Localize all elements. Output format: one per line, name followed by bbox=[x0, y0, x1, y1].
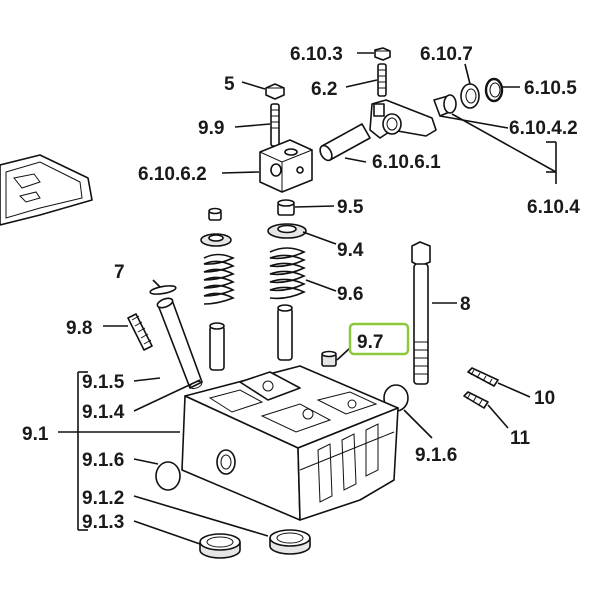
stud-10-drawing bbox=[467, 367, 499, 387]
label-9-1-3: 9.1.3 bbox=[82, 512, 124, 533]
left-valve-spring-drawing bbox=[203, 253, 235, 305]
left-valve-cap-drawing bbox=[208, 207, 222, 221]
label-6-10-6-2: 6.10.6.2 bbox=[138, 164, 207, 185]
stud-9-8-drawing bbox=[127, 313, 153, 351]
valve-cap-9-5-drawing bbox=[277, 199, 295, 216]
leader-lines bbox=[58, 52, 557, 545]
seat-ring-9-1-3-drawing bbox=[199, 533, 241, 559]
label-9-8: 9.8 bbox=[66, 318, 92, 339]
label-9-6: 9.6 bbox=[337, 284, 363, 305]
label-9-1-4: 9.1.4 bbox=[82, 402, 125, 423]
nut-6-10-3-drawing bbox=[374, 47, 391, 61]
seat-ring-9-1-2-drawing bbox=[269, 529, 311, 555]
stud-11-drawing bbox=[463, 391, 489, 409]
label-6-10-3: 6.10.3 bbox=[290, 44, 343, 65]
label-9-5: 9.5 bbox=[337, 197, 364, 218]
stud-6-2-drawing bbox=[377, 63, 387, 97]
label-6-10-6-1: 6.10.6.1 bbox=[372, 152, 441, 173]
rocker-support-6-10-6-2-drawing bbox=[259, 139, 313, 193]
label-8: 8 bbox=[460, 294, 471, 315]
rocker-shaft-6-10-6-1-drawing bbox=[319, 123, 371, 162]
cylinder-head-9-1-drawing bbox=[181, 365, 399, 521]
left-spring-retainer-drawing bbox=[200, 233, 232, 247]
o-ring-7-drawing bbox=[149, 285, 177, 295]
label-6-10-4-2: 6.10.4.2 bbox=[509, 118, 578, 139]
label-9-1-5: 9.1.5 bbox=[82, 372, 125, 393]
label-9-7: 9.7 bbox=[357, 332, 383, 353]
label-9-1-2: 9.1.2 bbox=[82, 488, 124, 509]
cover-gasket-drawing bbox=[0, 154, 93, 226]
label-6-10-5: 6.10.5 bbox=[524, 78, 577, 99]
valve-guide-left-drawing bbox=[209, 322, 225, 371]
highlight-box-9-7 bbox=[348, 322, 410, 356]
spring-retainer-9-4-drawing bbox=[267, 223, 307, 239]
label-9-1-6-left: 9.1.6 bbox=[82, 450, 124, 471]
ring-6-10-5-drawing bbox=[484, 77, 504, 103]
label-6-2: 6.2 bbox=[311, 79, 337, 100]
label-9-4: 9.4 bbox=[337, 240, 364, 261]
label-11: 11 bbox=[510, 428, 531, 449]
label-9-9: 9.9 bbox=[198, 118, 224, 139]
valve-spring-9-6-drawing bbox=[269, 247, 306, 300]
bushing-6-10-4-2-drawing bbox=[433, 94, 457, 117]
bolt-9-9-drawing bbox=[270, 103, 280, 147]
valve-seal-9-7-drawing bbox=[321, 350, 337, 367]
o-ring-9-1-6-left-drawing bbox=[155, 461, 181, 491]
label-5: 5 bbox=[224, 74, 235, 95]
rocker-arm-drawing bbox=[369, 99, 437, 139]
label-9-1: 9.1 bbox=[22, 424, 49, 445]
label-6-10-7: 6.10.7 bbox=[420, 44, 473, 65]
injector-sleeve-9-1-5-drawing bbox=[156, 297, 203, 389]
washer-6-10-7-drawing bbox=[460, 83, 480, 109]
label-7: 7 bbox=[114, 262, 125, 283]
label-6-10-4: 6.10.4 bbox=[527, 197, 580, 218]
head-bolt-8-drawing bbox=[411, 241, 431, 385]
valve-guide-right-drawing bbox=[277, 304, 293, 361]
label-9-1-6-right: 9.1.6 bbox=[415, 445, 457, 466]
nut-5-drawing bbox=[265, 83, 285, 100]
label-10: 10 bbox=[534, 388, 555, 409]
part-labels: 6.10.3 6.10.7 5 6.2 6.10.5 9.9 6.10.4.2 … bbox=[22, 44, 580, 533]
